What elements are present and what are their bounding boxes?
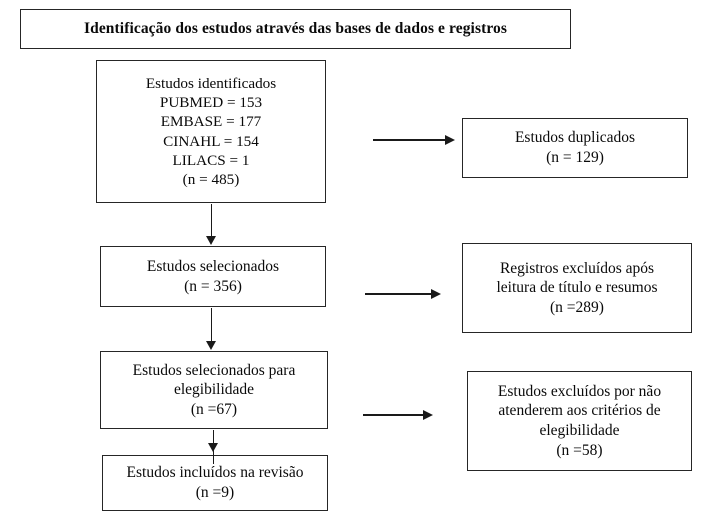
eligibility-line1: Estudos selecionados para (132, 361, 296, 379)
header-banner: Identificação dos estudos através das ba… (20, 9, 571, 49)
box-studies-identified: Estudos identificados PUBMED = 153 EMBAS… (96, 60, 326, 203)
connector-identified-to-selected-line (210, 204, 213, 237)
connector-eligibility-to-included-arrow (208, 443, 218, 452)
excluded-criteria-line2: atenderem aos critérios de (498, 402, 661, 420)
identified-line-lilacs: LILACS = 1 (172, 151, 250, 169)
identified-line-embase: EMBASE = 177 (160, 113, 262, 131)
connector-to-excluded-title-line (365, 293, 433, 295)
eligibility-line-count: (n =67) (190, 400, 238, 418)
header-banner-label: Identificação dos estudos através das ba… (83, 20, 508, 38)
identified-line-cinahl: CINAHL = 154 (163, 132, 259, 150)
duplicates-line-count: (n = 129) (546, 149, 604, 166)
box-excluded-title-abstract: Registros excluídos após leitura de títu… (462, 243, 692, 333)
included-line-heading: Estudos incluídos na revisão (126, 464, 304, 482)
identified-line-total: (n = 485) (182, 170, 240, 188)
box-excluded-criteria: Estudos excluídos por não atenderem aos … (467, 371, 692, 471)
connector-to-excluded-criteria-line (363, 414, 425, 416)
excluded-criteria-line3: elegibilidade (539, 422, 620, 439)
duplicates-line-heading: Estudos duplicados (514, 129, 636, 147)
selected-line-heading: Estudos selecionados (146, 257, 280, 275)
connector-to-excluded-title-arrow (431, 288, 441, 299)
eligibility-line2: elegibilidade (173, 381, 255, 399)
box-studies-eligibility: Estudos selecionados para elegibilidade … (100, 351, 328, 429)
selected-line-count: (n = 356) (184, 277, 242, 295)
connector-to-excluded-criteria-arrow (423, 409, 433, 420)
connector-to-duplicates-line (373, 139, 447, 141)
connector-selected-to-eligibility-arrow (206, 341, 216, 350)
box-duplicate-studies: Estudos duplicados (n = 129) (462, 118, 688, 178)
excluded-criteria-line-count: (n =58) (556, 441, 603, 459)
identified-line-heading: Estudos identificados (145, 75, 277, 93)
identified-line-pubmed: PUBMED = 153 (159, 94, 263, 112)
connector-identified-to-selected-arrow (206, 236, 216, 245)
excluded-title-line-count: (n =289) (550, 298, 604, 316)
connector-to-duplicates-arrow (445, 134, 455, 145)
box-studies-included: Estudos incluídos na revisão (n =9) (102, 455, 328, 511)
included-line-count: (n =9) (195, 484, 235, 501)
excluded-criteria-line1: Estudos excluídos por não (497, 382, 662, 400)
box-studies-selected: Estudos selecionados (n = 356) (100, 246, 326, 307)
excluded-title-line1: Registros excluídos após (499, 259, 655, 277)
connector-selected-to-eligibility-line (210, 308, 213, 342)
excluded-title-line2: leitura de título e resumos (496, 279, 658, 297)
